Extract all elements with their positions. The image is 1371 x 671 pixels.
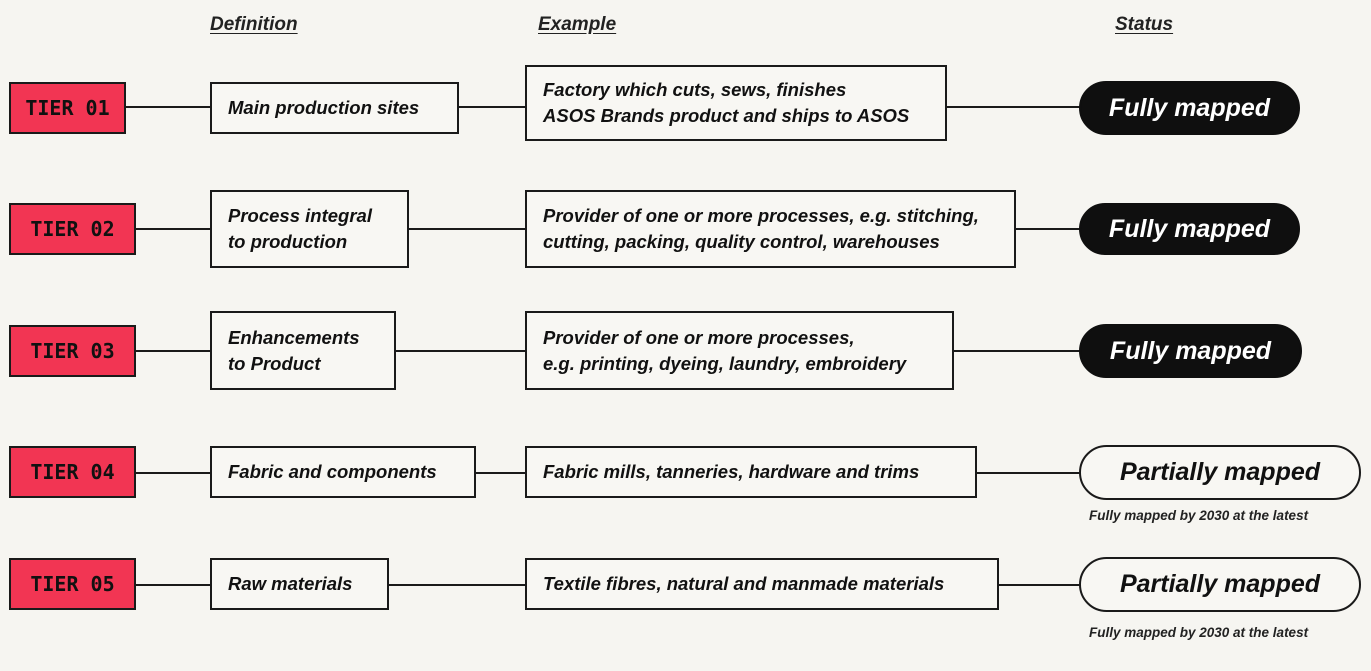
example-text: e.g. printing, dyeing, laundry, embroide… [543,352,907,374]
example-box: Provider of one or more processes, e.g. p… [525,311,954,390]
tier-label: TIER 04 [9,446,136,498]
definition-text: to Product [228,352,321,374]
example-text: Factory which cuts, sews, finishes [543,79,847,100]
status-badge: Partially mapped [1079,445,1361,500]
definition-text: Process integral [228,205,372,226]
connector-line [474,472,527,474]
example-text: Fabric mills, tanneries, hardware and tr… [543,461,920,482]
definition-box: Raw materials [210,558,389,610]
definition-box: Fabric and components [210,446,476,498]
definition-text: to production [228,231,348,252]
example-text: ASOS Brands product and ships to ASOS [543,105,910,126]
tier-label: TIER 03 [9,325,136,377]
header-status: Status [1115,14,1174,35]
tier-label: TIER 05 [9,558,136,610]
connector-line [394,350,527,352]
status-note: Fully mapped by 2030 at the latest [1089,625,1309,640]
connector-line [1014,228,1081,230]
connector-line [134,228,212,230]
definition-text: Main production sites [228,97,420,118]
example-text: cutting, packing, quality control, wareh… [543,231,940,252]
example-text: Textile fibres, natural and manmade mate… [543,573,945,594]
example-box: Textile fibres, natural and manmade mate… [525,558,999,610]
status-badge: Fully mapped [1079,324,1302,378]
connector-line [134,350,212,352]
connector-line [387,584,527,586]
connector-line [975,472,1081,474]
status-note: Fully mapped by 2030 at the latest [1089,508,1309,523]
definition-box: Main production sites [210,82,459,134]
connector-line [945,106,1081,108]
status-badge: Partially mapped [1079,557,1361,612]
connector-line [997,584,1081,586]
connector-line [124,106,212,108]
connector-line [134,584,212,586]
connector-line [407,228,527,230]
status-badge: Fully mapped [1079,81,1300,135]
header-definition: Definition [210,14,298,35]
example-text: Provider of one or more processes, e.g. … [543,205,979,226]
example-box: Fabric mills, tanneries, hardware and tr… [525,446,977,498]
connector-line [952,350,1081,352]
status-badge: Fully mapped [1079,203,1300,255]
example-box: Provider of one or more processes, e.g. … [525,190,1016,268]
example-text: Provider of one or more processes, [543,326,855,348]
definition-text: Raw materials [228,573,353,594]
tier-label: TIER 02 [9,203,136,255]
definition-text: Fabric and components [228,461,437,482]
header-example: Example [538,14,617,35]
definition-box: Process integral to production [210,190,409,268]
definition-text: Enhancements [228,326,360,348]
tier-label: TIER 01 [9,82,126,134]
definition-box: Enhancements to Product [210,311,396,390]
connector-line [134,472,212,474]
connector-line [457,106,527,108]
